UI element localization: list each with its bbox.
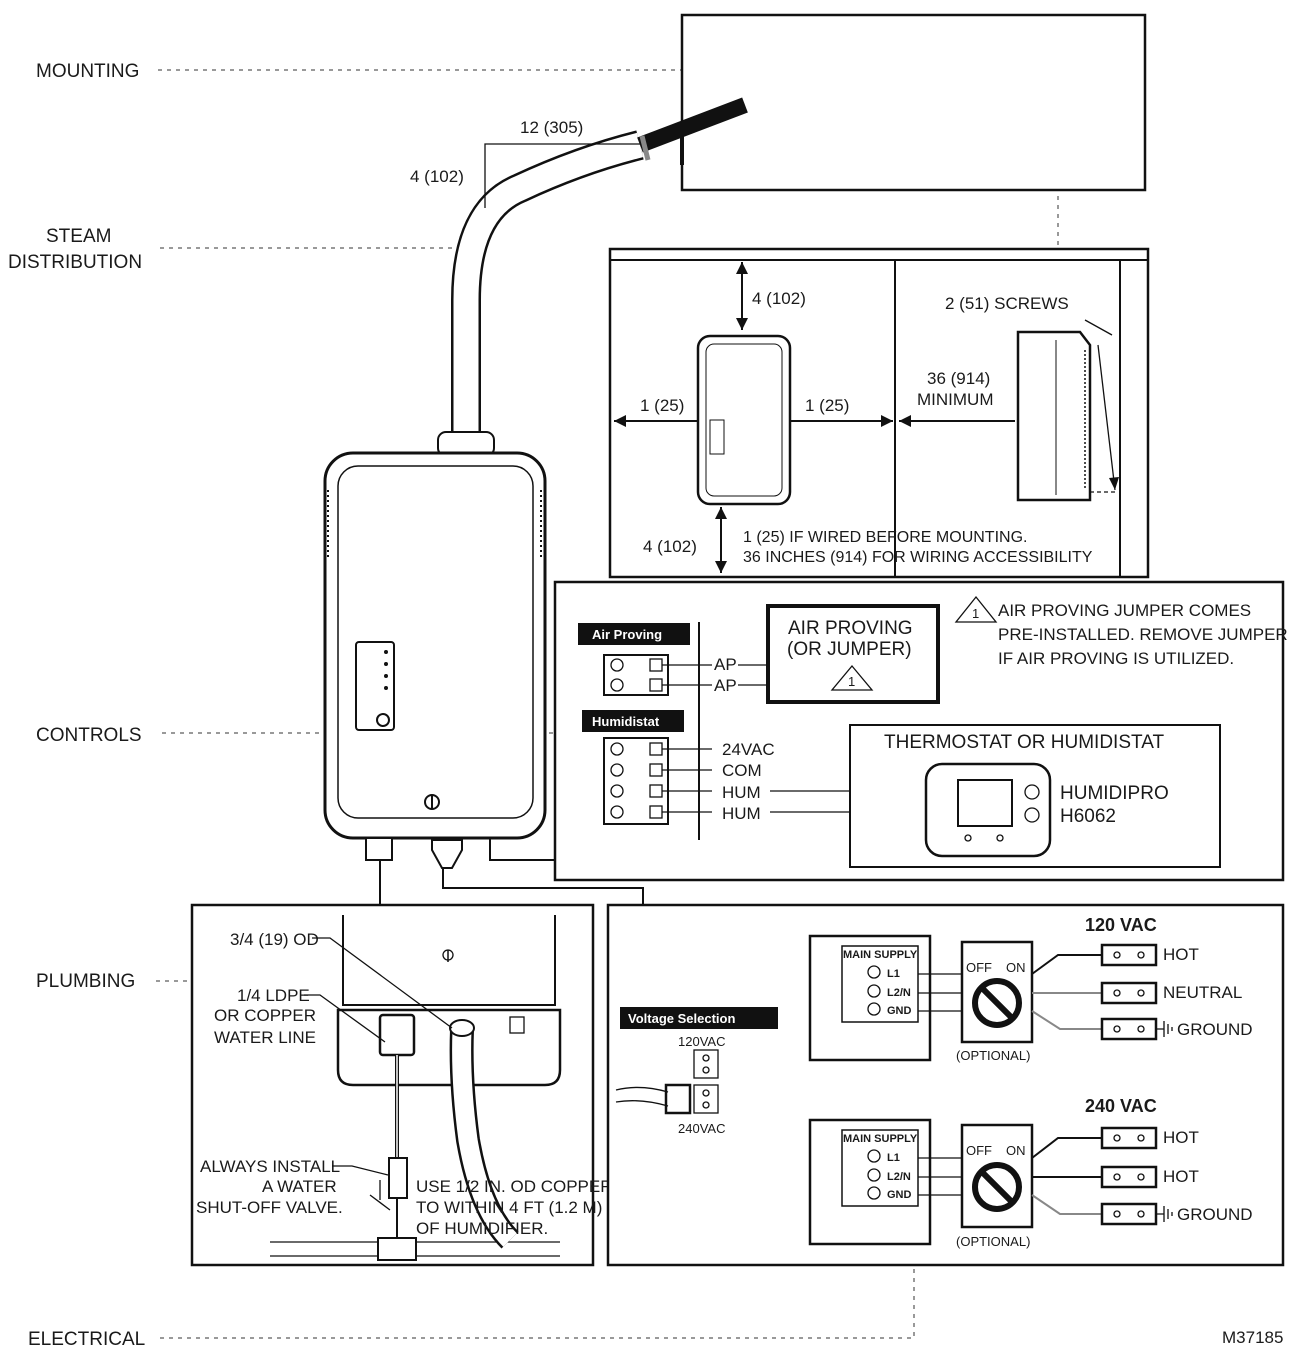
term-hum-2: HUM (722, 804, 761, 823)
side-min-1: 36 (914) (927, 369, 990, 388)
term-24vac: 24VAC (722, 740, 775, 759)
main-supply-120 (808, 934, 932, 1062)
leader-electrical (160, 1265, 915, 1339)
jumper-note-1: AIR PROVING JUMPER COMES (998, 601, 1251, 620)
od-label: 3/4 (19) OD (230, 930, 319, 949)
label-controls: CONTROLS (36, 725, 142, 746)
model-name-1: HUMIDIPRO (1060, 783, 1169, 804)
steam-dim-horizontal: 12 (305) (520, 118, 583, 137)
title-120vac: 120 VAC (1085, 915, 1157, 935)
title-240vac: 240 VAC (1085, 1096, 1157, 1116)
warning-num-note: 1 (972, 606, 979, 621)
electrical-panel (606, 903, 1285, 1267)
unit-connections (379, 838, 644, 905)
on-240: ON (1006, 1143, 1026, 1158)
wire-120-ground: GROUND (1177, 1020, 1253, 1039)
warning-triangle-icon (830, 664, 874, 691)
copper-note-2: TO WITHIN 4 FT (1.2 M) (416, 1198, 602, 1217)
l1-240: L1 (887, 1152, 900, 1164)
valve-note-3: SHUT-OFF VALVE. (196, 1198, 343, 1217)
wire-240-hot-2: HOT (1163, 1167, 1199, 1186)
label-steam-1: STEAM (46, 226, 111, 247)
steam-dimensions: 12 (305) 4 (102) (410, 118, 640, 208)
humidifier-unit (323, 431, 547, 869)
main-supply-label-240: MAIN SUPPLY (843, 1133, 918, 1145)
humidistat-terminal-block (603, 737, 669, 825)
voltage-selection-badge (620, 1007, 778, 1029)
thermostat-title: THERMOSTAT OR HUMIDISTAT (884, 732, 1164, 753)
air-proving-badge (578, 623, 690, 645)
unit-side-view (1016, 330, 1092, 502)
air-proving-box (766, 604, 940, 704)
off-120: OFF (966, 960, 992, 975)
ap-label-1: AP (714, 655, 737, 674)
bottom-clearance: 4 (102) (643, 537, 697, 556)
figure-id: M37185 (1222, 1328, 1283, 1347)
ldpe-label-3: WATER LINE (214, 1028, 316, 1047)
valve-note-1: ALWAYS INSTALL (200, 1157, 340, 1176)
right-clearance: 1 (25) (805, 396, 849, 415)
mounting-panel (680, 13, 1147, 192)
label-steam-2: DISTRIBUTION (8, 252, 142, 273)
main-supply-label-120: MAIN SUPPLY (843, 949, 918, 961)
humidistat-badge-text: Humidistat (592, 714, 660, 729)
optional-240: (OPTIONAL) (956, 1234, 1030, 1249)
air-proving-badge-text: Air Proving (592, 627, 662, 642)
screws-label: 2 (51) SCREWS (945, 294, 1069, 313)
ldpe-label-1: 1/4 LDPE (237, 986, 310, 1005)
section-labels: MOUNTING STEAM DISTRIBUTION CONTROLS PLU… (8, 61, 1283, 1350)
off-240: OFF (966, 1143, 992, 1158)
controls-detail: Air Proving AP AP AIR PROVING (OR JUMPER… (553, 580, 1288, 882)
warning-triangle-icon (954, 595, 998, 623)
left-clearance: 1 (25) (640, 396, 684, 415)
wire-240-ground: GROUND (1177, 1205, 1253, 1224)
v120-small: 120VAC (678, 1034, 725, 1049)
ldpe-label-2: OR COPPER (214, 1006, 316, 1025)
optional-120: (OPTIONAL) (956, 1048, 1030, 1063)
copper-note-3: OF HUMIDIFIER. (416, 1219, 548, 1238)
steam-hose (451, 97, 748, 440)
ap-label-2: AP (714, 676, 737, 695)
jumper-note-2: PRE-INSTALLED. REMOVE JUMPER (998, 625, 1288, 644)
wiring-note-2: 36 INCHES (914) FOR WIRING ACCESSIBILITY (743, 549, 1093, 566)
ground-icon (1156, 1206, 1173, 1222)
label-mounting: MOUNTING (36, 61, 139, 82)
voltage-selection-text: Voltage Selection (628, 1011, 735, 1026)
top-clearance: 4 (102) (752, 289, 806, 308)
wiring-note-1: 1 (25) IF WIRED BEFORE MOUNTING. (743, 529, 1027, 546)
steam-dim-vertical: 4 (102) (410, 167, 464, 186)
side-min-2: MINIMUM (917, 390, 993, 409)
on-120: ON (1006, 960, 1026, 975)
electrical-detail: Voltage Selection 120VAC 240VAC 120 VAC … (606, 903, 1285, 1267)
valve-note-2: A WATER (262, 1177, 337, 1196)
term-com: COM (722, 761, 762, 780)
l2n-240: L2/N (887, 1171, 911, 1183)
mounting-detail: 4 (102) 1 (25) 1 (25) 4 (102) 1 (25) IF … (608, 247, 1150, 579)
term-hum-1: HUM (722, 783, 761, 802)
air-box-line-2: (OR JUMPER) (787, 639, 912, 660)
wire-120-neutral: NEUTRAL (1163, 983, 1242, 1002)
plumbing-detail: 3/4 (19) OD 1/4 LDPE OR COPPER WATER LIN… (190, 903, 613, 1267)
jumper-note-3: IF AIR PROVING IS UTILIZED. (998, 649, 1234, 668)
gnd-240: GND (887, 1189, 912, 1201)
gnd-120: GND (887, 1005, 912, 1017)
air-box-line-1: AIR PROVING (788, 618, 913, 639)
warning-num: 1 (848, 674, 855, 689)
l1-120: L1 (887, 968, 900, 980)
wire-240-hot-1: HOT (1163, 1128, 1199, 1147)
main-supply-240 (808, 1118, 932, 1246)
humidistat-badge (582, 710, 684, 732)
copper-note-1: USE 1/2 IN. OD COPPER (416, 1177, 613, 1196)
label-electrical: ELECTRICAL (28, 1329, 145, 1350)
l2n-120: L2/N (887, 987, 911, 999)
label-plumbing: PLUMBING (36, 971, 135, 992)
ap-terminal-block (603, 654, 669, 696)
ground-icon (1156, 1021, 1173, 1037)
v240-small: 240VAC (678, 1121, 725, 1136)
wire-120-hot: HOT (1163, 945, 1199, 964)
model-name-2: H6062 (1060, 806, 1116, 827)
